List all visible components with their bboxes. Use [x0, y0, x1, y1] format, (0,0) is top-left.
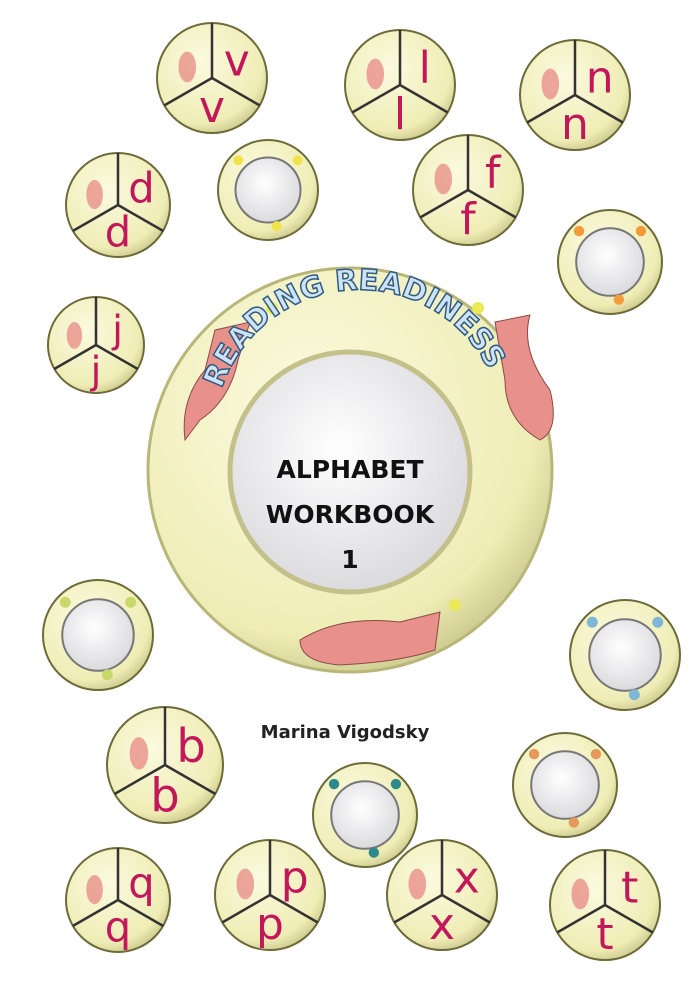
disc-letter-upper: n	[586, 52, 614, 103]
vase-icon	[178, 51, 197, 83]
disc-letter-lower: t	[596, 909, 613, 960]
disc-letter-lower: p	[256, 899, 284, 950]
vase-icon	[299, 611, 441, 666]
letter-disc-q: qq	[65, 847, 171, 953]
disc-letter-upper: q	[128, 858, 154, 907]
small-picture-icon	[271, 221, 282, 232]
empty-disc	[217, 139, 319, 241]
disc-letter-upper: p	[281, 852, 309, 903]
empty-disc	[557, 209, 663, 315]
small-picture-icon	[292, 155, 303, 166]
disc-letter-upper: d	[128, 163, 154, 212]
disc-letter-lower: l	[394, 89, 406, 140]
letter-disc-n: nn	[519, 39, 631, 151]
jeans-icon	[66, 321, 83, 349]
disc-letter-upper: x	[454, 852, 480, 903]
disc-letter-lower: d	[105, 208, 131, 257]
queen-icon	[86, 875, 103, 905]
disc-letter-upper: b	[176, 719, 205, 773]
vase-icon	[183, 321, 251, 442]
disc-letter-upper: j	[111, 308, 123, 353]
disc-letter-lower: q	[105, 903, 131, 952]
disc-letter-upper: v	[224, 35, 250, 86]
disc-letter-upper: l	[419, 42, 431, 93]
small-picture-icon	[59, 596, 71, 608]
banana-icon	[129, 737, 149, 770]
small-picture-icon	[628, 689, 640, 701]
nose-icon	[541, 68, 560, 100]
letter-disc-t: tt	[549, 849, 661, 961]
title-line-2: WORKBOOK	[265, 500, 435, 529]
empty-disc	[512, 732, 618, 838]
letter-disc-b: bb	[106, 706, 224, 824]
lemon-icon	[366, 58, 385, 90]
volume-number: 1	[341, 545, 359, 574]
small-picture-icon	[635, 225, 647, 237]
empty-disc	[569, 599, 681, 711]
small-picture-icon	[368, 847, 380, 858]
letter-disc-p: pp	[214, 839, 326, 951]
picture-icon	[236, 868, 255, 900]
frog-icon	[434, 163, 453, 195]
letter-disc-j: jj	[47, 296, 145, 394]
xylophone-icon	[408, 868, 427, 900]
letter-disc-d: dd	[65, 152, 171, 258]
letter-disc-x: xx	[386, 839, 498, 951]
small-picture-icon	[328, 778, 340, 790]
small-picture-icon	[568, 817, 580, 828]
disc-letter-lower: b	[150, 768, 179, 822]
title-line-1: ALPHABET	[276, 455, 424, 484]
disc-letter-lower: f	[460, 194, 477, 245]
small-picture-icon	[390, 778, 402, 790]
small-picture-icon	[613, 294, 625, 305]
letter-disc-f: ff	[412, 134, 524, 246]
small-picture-icon	[101, 669, 113, 681]
disc-letter-lower: x	[429, 899, 455, 950]
empty-disc	[312, 762, 418, 868]
small-picture-icon	[233, 155, 244, 166]
empty-disc	[42, 579, 154, 691]
disc-letter-upper: t	[621, 862, 638, 913]
dolphin-icon	[86, 180, 103, 210]
small-picture-icon	[573, 225, 585, 237]
disc-letter-lower: j	[90, 348, 102, 393]
small-picture-icon	[125, 596, 137, 608]
letter-disc-l: ll	[344, 29, 456, 141]
vase-icon	[494, 314, 554, 441]
letter-disc-v: vv	[156, 22, 268, 134]
tree-icon	[571, 878, 590, 910]
small-picture-icon	[528, 748, 540, 760]
small-picture-icon	[586, 616, 598, 628]
small-picture-icon	[590, 748, 602, 760]
disc-letter-lower: v	[199, 82, 225, 133]
author-name: Marina Vigodsky	[260, 722, 430, 743]
disc-letter-lower: n	[561, 99, 589, 150]
disc-letter-upper: f	[485, 147, 502, 198]
small-picture-icon	[652, 616, 664, 628]
